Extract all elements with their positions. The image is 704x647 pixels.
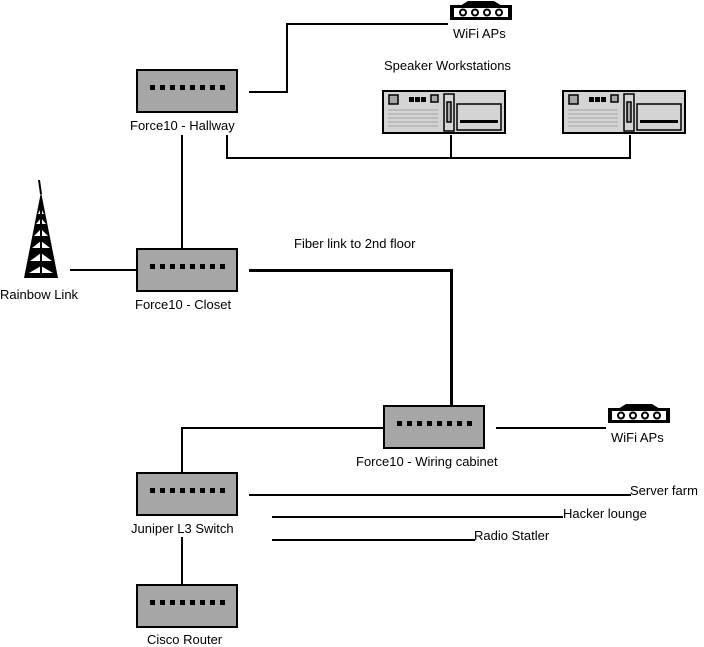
- label-fiber-link: Fiber link to 2nd floor: [294, 236, 416, 251]
- wifi-ap-icon[interactable]: [446, 0, 516, 22]
- label-hallway: Force10 - Hallway: [130, 118, 235, 133]
- label-server-farm: Server farm: [630, 483, 698, 498]
- port-row: [150, 600, 225, 605]
- router-cisco[interactable]: [136, 584, 238, 628]
- label-cisco: Cisco Router: [147, 632, 223, 647]
- link-juniper-cisco: [181, 537, 183, 585]
- wifi-ap-icon[interactable]: [604, 403, 674, 425]
- link-rainbow-closet: [70, 269, 136, 271]
- label-closet: Force10 - Closet: [135, 297, 232, 312]
- link-hallway-closet: [181, 135, 183, 249]
- label-wifi-top: WiFi APs: [453, 26, 506, 41]
- label-radio-statler: Radio Statler: [474, 528, 550, 543]
- link-fiber: [249, 269, 452, 272]
- label-workstations: Speaker Workstations: [384, 58, 511, 73]
- link-radio-statler: [272, 539, 475, 541]
- port-row: [150, 264, 225, 269]
- label-rainbow-link: Rainbow Link: [0, 287, 79, 302]
- label-juniper: Juniper L3 Switch: [131, 521, 234, 536]
- link-cabinet-wifi: [496, 427, 606, 429]
- link-server-farm: [249, 494, 631, 496]
- link-hacker-lounge: [272, 516, 563, 518]
- link-hallway-wifi: [249, 91, 287, 93]
- link-cabinet-juniper: [181, 427, 183, 473]
- label-wifi-right: WiFi APs: [611, 430, 664, 445]
- radio-tower-icon[interactable]: [18, 180, 64, 280]
- port-row: [150, 488, 225, 493]
- link-cabinet-juniper: [181, 427, 384, 429]
- switch-force10-wiring-cabinet[interactable]: [383, 405, 485, 449]
- switch-force10-hallway[interactable]: [136, 69, 238, 113]
- workstation-icon[interactable]: [382, 90, 506, 134]
- link-hallway-workstations: [226, 135, 228, 159]
- label-wiring-cabinet: Force10 - Wiring cabinet: [356, 454, 498, 469]
- workstation-icon[interactable]: [562, 90, 686, 134]
- link-hallway-wifi: [286, 23, 288, 93]
- switch-juniper-l3[interactable]: [136, 472, 238, 516]
- link-hallway-workstations: [226, 157, 631, 159]
- port-row: [150, 85, 225, 90]
- link-fiber: [450, 269, 453, 405]
- switch-force10-closet[interactable]: [136, 248, 238, 292]
- link-workstation-1: [450, 135, 452, 158]
- port-row: [397, 421, 472, 426]
- link-workstation-2: [629, 135, 631, 158]
- link-hallway-wifi: [286, 23, 448, 25]
- label-hacker-lounge: Hacker lounge: [563, 506, 647, 521]
